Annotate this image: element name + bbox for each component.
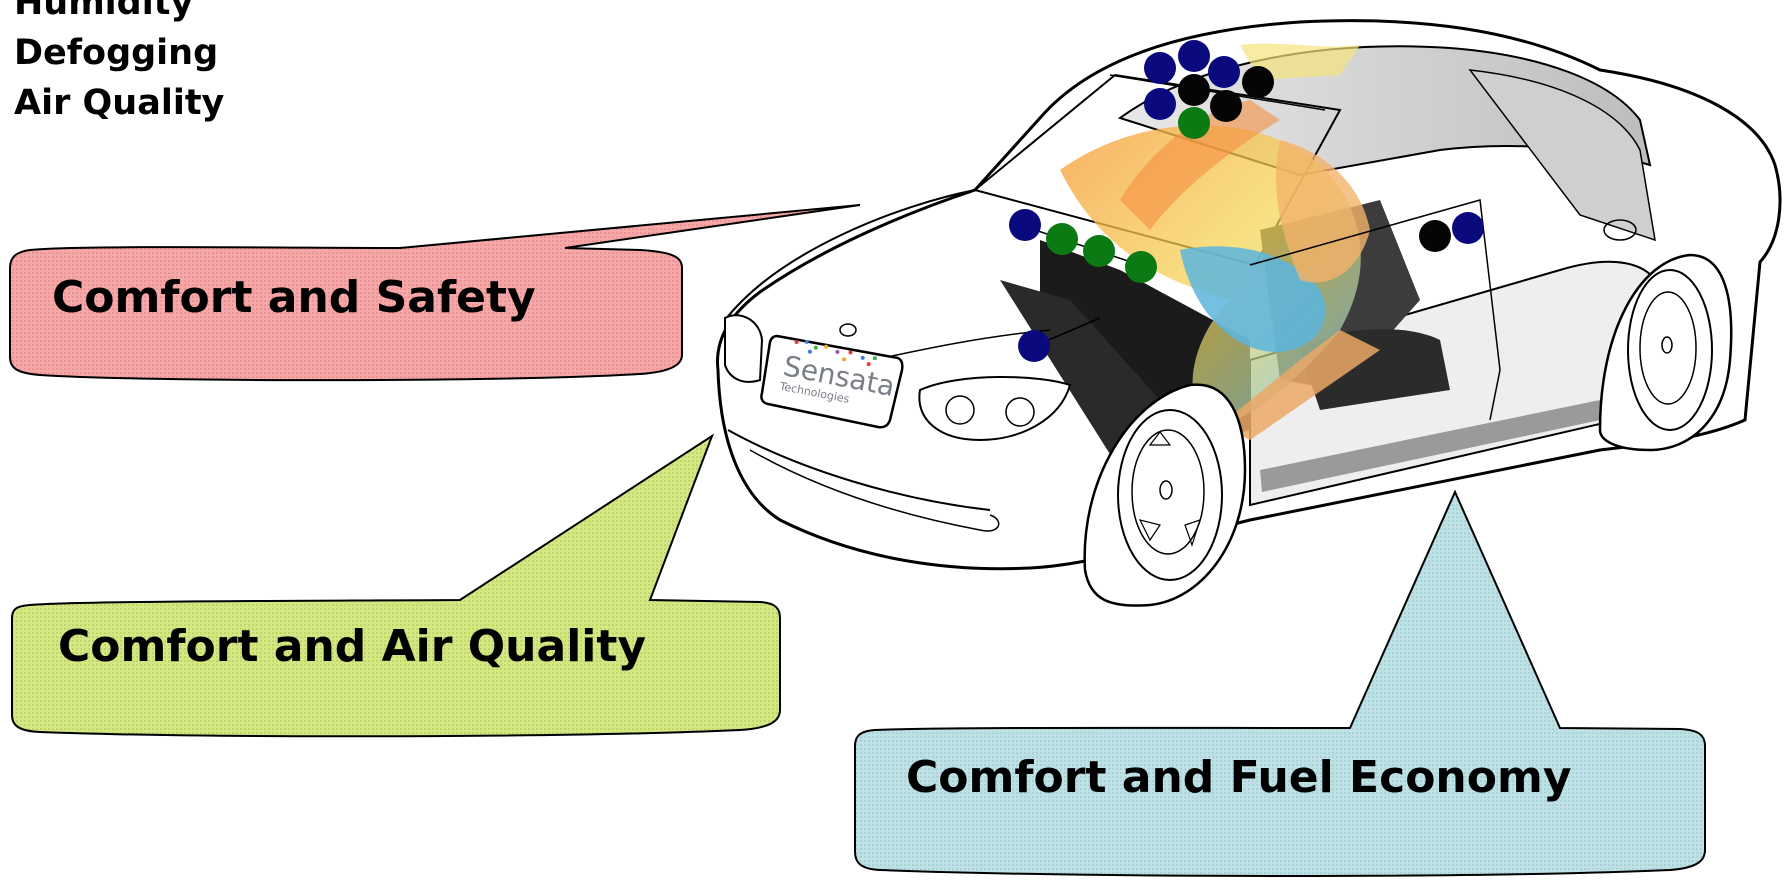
callout-safety: Comfort and Safety xyxy=(9,204,861,382)
sensor-dot-green xyxy=(1083,235,1115,267)
sensor-dot-green xyxy=(1046,223,1078,255)
sensor-dot-black xyxy=(1210,90,1242,122)
callout-fuel-economy: Comfort and Fuel Economy xyxy=(854,489,1706,877)
sensor-markers xyxy=(1009,40,1484,362)
callout-safety-label: Comfort and Safety xyxy=(52,272,536,323)
front-wheel xyxy=(1083,383,1247,607)
callout-air-quality: Comfort and Air Quality xyxy=(11,433,781,738)
sensor-dot-blue xyxy=(1144,52,1176,84)
sensor-dot-black xyxy=(1419,220,1451,252)
sensor-dot-blue xyxy=(1009,209,1041,241)
sensata-logo: Sensata Technologies xyxy=(760,334,904,429)
feature-item-defogging: Defogging xyxy=(14,33,219,73)
rear-wheel xyxy=(1598,253,1733,452)
feature-item-air-quality: Air Quality xyxy=(14,83,225,123)
car-illustration: Sensata Technologies xyxy=(716,19,1782,607)
feature-item-humidity: Humidity xyxy=(14,0,194,23)
sensor-dot-green xyxy=(1178,107,1210,139)
callout-fuel-economy-label: Comfort and Fuel Economy xyxy=(906,752,1572,803)
sensor-dot-blue xyxy=(1144,88,1176,120)
sensor-dot-green xyxy=(1125,251,1157,283)
sensor-dot-black xyxy=(1242,66,1274,98)
sensor-dot-blue xyxy=(1018,330,1050,362)
sensor-dot-black xyxy=(1178,74,1210,106)
feature-list: Humidity Defogging Air Quality xyxy=(14,0,224,128)
sensor-dot-blue xyxy=(1452,212,1484,244)
sensor-dot-blue xyxy=(1178,40,1210,72)
callout-air-quality-label: Comfort and Air Quality xyxy=(58,621,646,672)
sensor-dot-blue xyxy=(1208,56,1240,88)
